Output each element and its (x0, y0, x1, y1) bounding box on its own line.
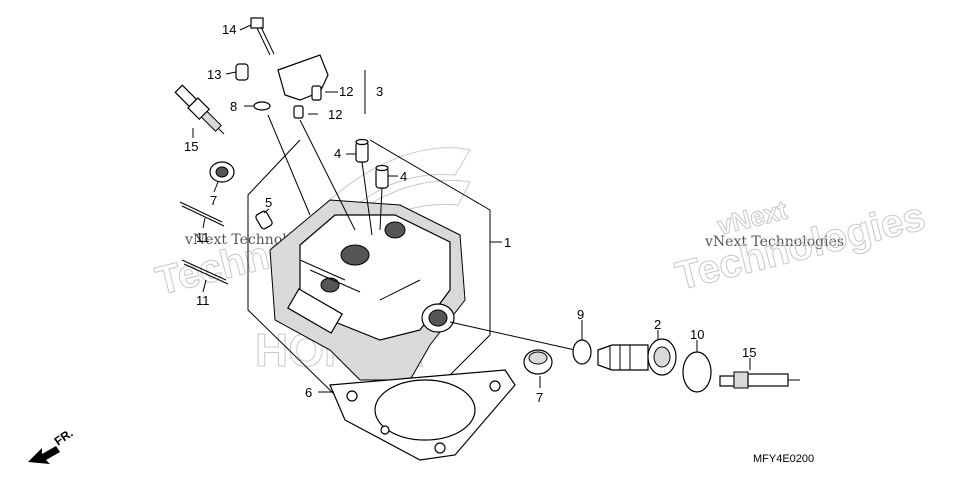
cylinder-head (269, 199, 466, 381)
callout-11-lower: 11 (196, 293, 210, 308)
callout-4-lower: 4 (400, 169, 407, 184)
spark-plug-right (719, 371, 800, 389)
callout-15-right: 15 (742, 345, 756, 360)
spark-plug-left (174, 84, 225, 135)
callout-13: 13 (207, 67, 221, 82)
callout-10: 10 (690, 327, 704, 342)
callout-5: 5 (265, 195, 272, 210)
pin-5 (255, 210, 273, 230)
valve-guide-upper (355, 138, 369, 163)
callout-15-left: 15 (184, 139, 198, 154)
callout-8: 8 (230, 99, 237, 114)
head-gasket (329, 369, 516, 461)
callout-2: 2 (654, 317, 661, 332)
callout-6: 6 (305, 385, 312, 400)
valve-guide-lower (375, 164, 389, 189)
arrow-icon (28, 446, 60, 464)
callout-9: 9 (577, 307, 584, 322)
o-ring-10 (682, 351, 712, 393)
dowel-13 (235, 63, 249, 81)
callout-7-left: 7 (210, 193, 217, 208)
bolt-14 (250, 17, 275, 56)
callout-4-upper: 4 (334, 146, 341, 161)
watermark-right-text: vNext Technologies (704, 234, 844, 250)
callout-14: 14 (222, 22, 236, 37)
stud-bolt-upper (179, 201, 225, 227)
callout-12-upper: 12 (339, 84, 353, 99)
front-label: FR. (52, 426, 76, 449)
callout-7-right: 7 (536, 390, 543, 405)
spark-plug-tube-2 (597, 338, 677, 376)
cap-left (209, 161, 235, 183)
callout-11-upper: 11 (196, 230, 210, 245)
cap-right (523, 349, 553, 375)
callout-3: 3 (376, 84, 383, 99)
rocker-bracket-3 (277, 54, 329, 119)
front-direction-marker: FR. (28, 426, 76, 464)
watermark-right-outline: Technologies (672, 194, 930, 298)
diagram-code: MFY4E0200 (753, 453, 814, 465)
callout-labels: 14 13 8 12 12 3 15 4 4 7 5 1 11 11 9 2 1… (184, 22, 756, 405)
callout-12-lower: 12 (328, 107, 342, 122)
stud-bolt-lower (181, 259, 229, 285)
o-ring-9 (572, 339, 592, 365)
watermark-group: Technologies vNext Technologies vNext vN… (151, 147, 930, 377)
washer-8 (253, 101, 271, 111)
callout-1: 1 (504, 235, 511, 250)
